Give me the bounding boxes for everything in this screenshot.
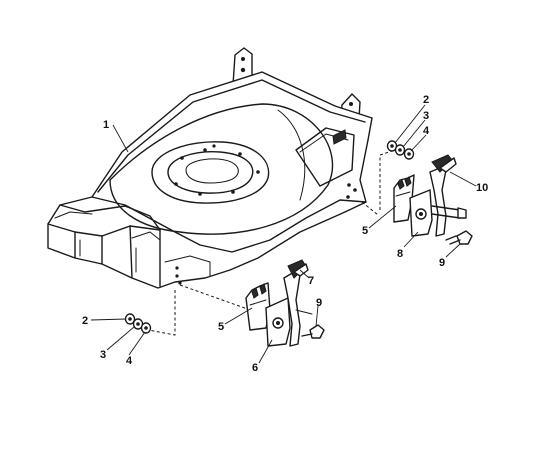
callout-part-7: 7 bbox=[308, 275, 314, 287]
callout-part-9-right: 9 bbox=[439, 257, 445, 269]
left-height-adjuster bbox=[124, 259, 325, 347]
callout-part-3-left: 3 bbox=[100, 349, 106, 361]
callout-part-5-left: 5 bbox=[218, 321, 224, 333]
callout-part-2-left: 2 bbox=[82, 315, 88, 327]
callout-part-10: 10 bbox=[476, 182, 488, 194]
callout-part-9-left: 9 bbox=[316, 297, 322, 309]
callout-part-1: 1 bbox=[103, 119, 109, 131]
mower-deck bbox=[47, 47, 373, 289]
assembly-guide-lines bbox=[147, 149, 396, 336]
callout-part-4-right: 4 bbox=[423, 125, 430, 137]
callout-part-5-right: 5 bbox=[362, 225, 368, 237]
right-height-adjuster bbox=[386, 140, 473, 245]
callout-part-3-right: 3 bbox=[423, 110, 429, 122]
callout-part-8: 8 bbox=[397, 248, 403, 260]
callout-part-6: 6 bbox=[252, 362, 258, 374]
callout-part-2-right: 2 bbox=[423, 94, 429, 106]
callout-labels: 1 2 3 4 10 5 8 9 7 5 9 6 2 3 4 bbox=[82, 94, 488, 374]
callout-part-4-left: 4 bbox=[126, 355, 133, 367]
leader-lines bbox=[90, 104, 477, 364]
